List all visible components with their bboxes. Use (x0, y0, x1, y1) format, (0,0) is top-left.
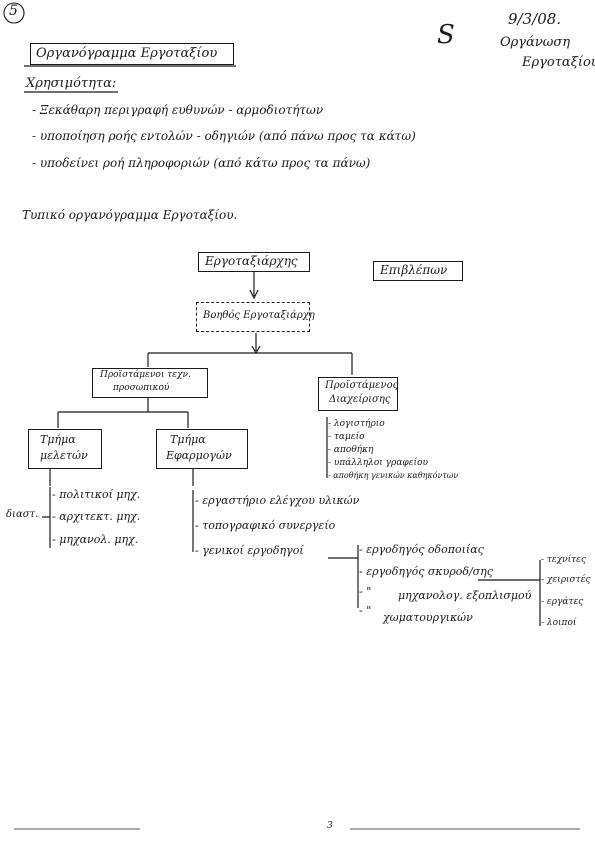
page-number: 5 (9, 3, 18, 19)
studies-dept-label-2: μελετών (40, 449, 88, 462)
worker-item: - εργάτες (541, 597, 584, 607)
worker-item: - χειριστές (541, 575, 591, 585)
admin-item: - ταμείο (328, 432, 365, 442)
studies-dept-box (28, 429, 102, 469)
foreman-more-line-2: χωματουργικών (383, 611, 473, 624)
studies-item: - μηχανολ. μηχ. (52, 533, 139, 546)
margin-mark: S (437, 20, 455, 50)
uses-item-1: - Ξεκάθαρη περιγραφή ευθυνών - αρμοδιοτή… (32, 103, 324, 117)
applications-dept-label-1: Τμήμα (170, 433, 206, 446)
applications-item: - εργαστήριο ελέγχου υλικών (195, 494, 360, 507)
worker-item: - λοιποί (541, 618, 577, 628)
foreman-item: - εργοδηγός σκυροδ/σης (359, 565, 493, 578)
date: 9/3/08. (508, 10, 562, 28)
admin-head-box (318, 377, 398, 411)
admin-item: - αποθήκη γενικών καθηκόντων (328, 471, 459, 480)
foreman-more-line-1: μηχανολογ. εξοπλισμού (398, 589, 532, 602)
tech-staff-box (92, 368, 208, 398)
typical-chart-heading: Τυπικό οργανόγραμμα Εργοταξίου. (22, 208, 238, 222)
assistant-box (196, 302, 310, 332)
tech-staff-label-2: προσωπικού (113, 383, 170, 393)
page-title: Οργανόγραμμα Εργοταξίου (36, 46, 218, 61)
admin-item: - λογιστήριο (328, 419, 385, 429)
assistant-label: Βοηθός Εργοταξιάρχη (203, 310, 315, 321)
foreman-item: - εργοδηγός οδοποιίας (359, 543, 484, 556)
applications-dept-label-2: Εφαρμογών (166, 449, 232, 462)
topic-line-2: Εργοταξίου (522, 55, 595, 70)
foreman-item: - " (359, 604, 372, 617)
applications-item: - γενικοί εργοδηγοί (195, 544, 304, 557)
studies-dept-label-1: Τμήμα (40, 433, 76, 446)
uses-item-2: - υποποίηση ροής εντολών - οδηγιών (από … (32, 129, 416, 143)
admin-item: - υπάλληλοι γραφείου (328, 458, 428, 468)
site-manager-label: Εργοταξιάρχης (205, 254, 298, 268)
site-manager-box (198, 252, 310, 272)
uses-heading: Χρησιμότητα: (26, 76, 117, 91)
supervisor-label: Επιβλέπων (380, 263, 448, 277)
studies-item: - πολιτικοί μηχ. (52, 488, 141, 501)
supervisor-box (373, 261, 463, 281)
admin-item: - αποθήκη (328, 445, 374, 455)
applications-item: - τοπογραφικό συνεργείο (195, 519, 336, 532)
studies-side-label: διαστ. (6, 509, 39, 520)
bottom-page-number: 3 (327, 821, 333, 831)
topic-line-1: Οργάνωση (500, 35, 571, 50)
admin-head-label-2: Διαχείρισης (329, 394, 391, 405)
worker-item: - τεχνίτες (541, 555, 587, 565)
tech-staff-label-1: Προϊστάμενοι τεχν. (100, 370, 191, 380)
uses-item-3: - υποδείνει ροή πληροφοριών (από κάτω πρ… (32, 156, 371, 170)
studies-item: - αρχιτεκτ. μηχ. (52, 510, 141, 523)
title-box (30, 43, 234, 65)
applications-dept-box (156, 429, 248, 469)
foreman-item: - " (359, 585, 372, 598)
admin-head-label-1: Προϊστάμενος (325, 380, 399, 391)
